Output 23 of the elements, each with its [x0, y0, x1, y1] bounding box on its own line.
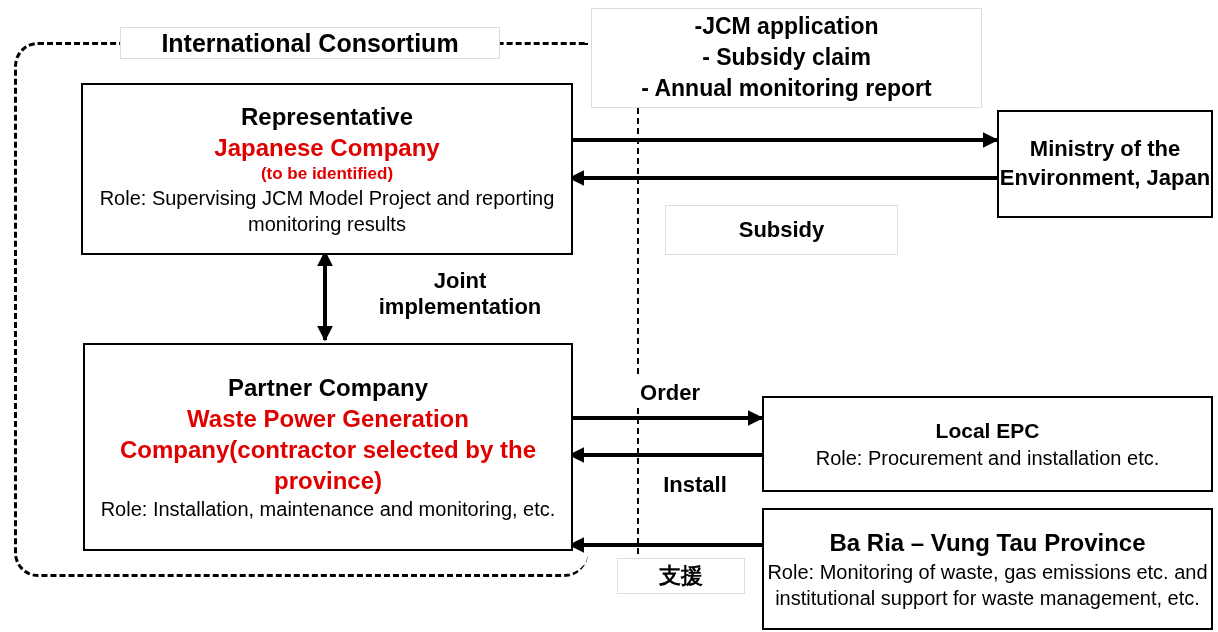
- label-box: 支援: [617, 558, 745, 594]
- role-text: Role: Procurement and installation etc.: [814, 445, 1161, 471]
- role-text: Role: Installation, maintenance and monitoring, etc.: [99, 497, 557, 523]
- heading: Ba Ria – Vung Tau Province: [828, 528, 1147, 559]
- organization-box: [997, 110, 1213, 218]
- role-text: Role: Supervising JCM Model Project and reporting monitoring results: [98, 186, 556, 238]
- company-name: Japanese Company: [213, 132, 441, 163]
- organization-box: [762, 508, 1213, 630]
- note: (to be identified): [259, 163, 395, 186]
- organization-box: [762, 396, 1213, 492]
- node-text: Ministry of the Environment, Japan: [999, 135, 1211, 192]
- organization-box: [81, 83, 573, 255]
- company-name: Waste Power Generation Company(contractor selected by the province): [118, 403, 538, 497]
- heading: Representative: [239, 101, 415, 132]
- note-text: - Annual monitoring report: [640, 75, 933, 102]
- role-text: Role: Monitoring of waste, gas emissions etc. and institutional support for waste management, etc.: [766, 559, 1209, 611]
- note-text: - Subsidy claim: [701, 44, 872, 71]
- heading: Local EPC: [934, 418, 1041, 445]
- organization-box: [83, 343, 573, 551]
- group-title: International Consortium: [120, 27, 500, 59]
- heading: Partner Company: [226, 372, 430, 403]
- note-text: -JCM application: [693, 13, 880, 40]
- label-box: Subsidy: [665, 205, 898, 255]
